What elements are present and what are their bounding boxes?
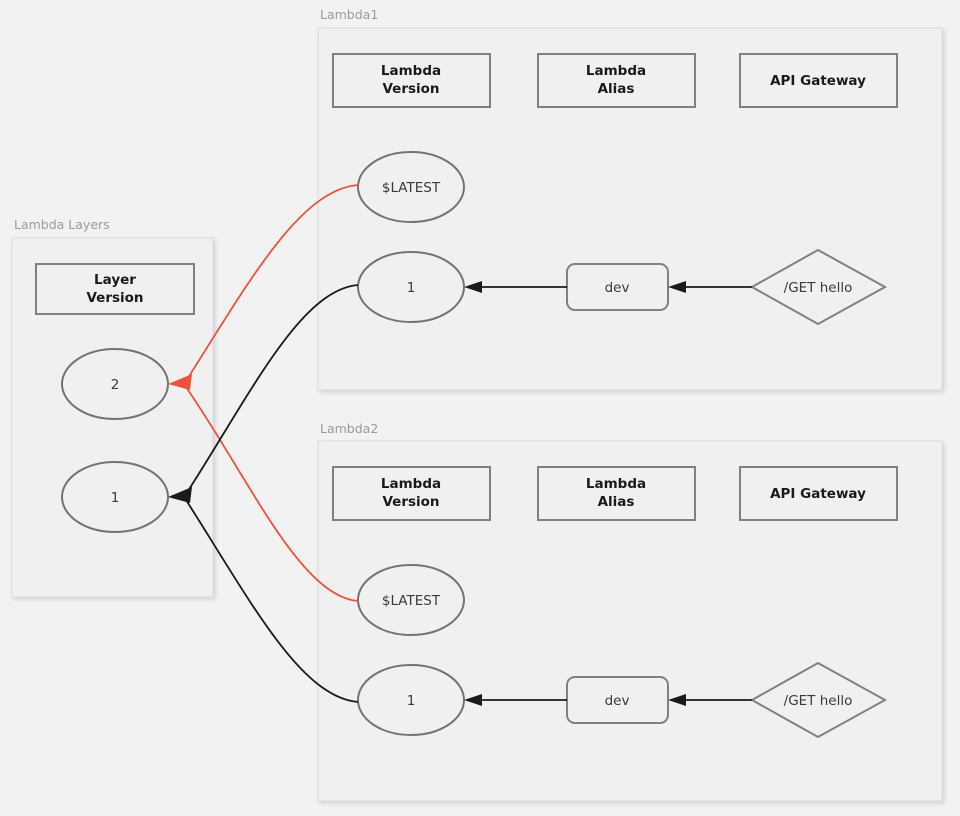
- group-lambda2: Lambda2 Lambda Version Lambda Alias API …: [317, 421, 943, 802]
- arrowhead-lambda1-v1-to-layer1: [168, 487, 192, 503]
- lambda2-route-label: /GET hello: [784, 693, 853, 709]
- lambda1-apigateway-label: API Gateway: [770, 73, 866, 89]
- lambda2-version1-label: 1: [407, 693, 416, 709]
- lambda2-latest-label: $LATEST: [382, 593, 441, 609]
- edge-lambda2-dev-to-version1: [464, 694, 567, 706]
- edge-lambda2-latest-to-layer2: [185, 386, 359, 602]
- edge-lambda2-route-to-dev: [668, 694, 752, 706]
- lambda2-latest-ellipse[interactable]: [357, 564, 465, 636]
- lambda1-route-label: /GET hello: [784, 280, 853, 296]
- lambda1-version-header: Lambda Version: [332, 53, 491, 108]
- lambda2-alias-header: Lambda Alias: [537, 466, 696, 521]
- layer-version-label-line1: Layer: [94, 272, 136, 288]
- group-label-lambda-layers: Lambda Layers: [14, 217, 110, 232]
- layer-version-node-1[interactable]: 1: [61, 461, 169, 533]
- edge-lambda2-v1-to-layer1: [185, 499, 359, 703]
- arrowhead-lambda2-route-to-dev: [668, 694, 686, 706]
- group-lambda-layers: Lambda Layers Layer Version 2 1: [11, 217, 214, 598]
- lambda1-route-diamond[interactable]: [749, 248, 888, 326]
- layer-version-ellipse-2-label: 2: [111, 377, 120, 393]
- layer-version-label-line2: Version: [86, 290, 143, 306]
- edge-lambda1-latest-to-layer2: [168, 184, 359, 390]
- lambda2-version-node-1[interactable]: 1: [357, 664, 465, 736]
- group-label-lambda1: Lambda1: [320, 7, 378, 22]
- layer-version-box: [35, 263, 195, 315]
- lambda2-apigateway-label: API Gateway: [770, 486, 866, 502]
- lambda2-alias-label-line2: Alias: [598, 494, 635, 510]
- lambda1-version-node-latest[interactable]: $LATEST: [357, 151, 465, 223]
- edge-lambda1-dev-to-version1: [464, 281, 567, 293]
- lambda1-latest-label: $LATEST: [382, 180, 441, 196]
- lambda2-route-node[interactable]: /GET hello: [749, 661, 888, 739]
- lambda2-apigateway-header: API Gateway: [739, 466, 898, 521]
- arrowhead-lambda1-route-to-dev: [668, 281, 686, 293]
- lambda1-dev-label: dev: [605, 280, 630, 296]
- lambda2-dev-label: dev: [605, 693, 630, 709]
- lambda1-apigateway-header: API Gateway: [739, 53, 898, 108]
- arrowhead-lambda1-dev-to-version1: [464, 281, 482, 293]
- lambda2-apigateway-box: [739, 466, 898, 521]
- lambda2-alias-label-line1: Lambda: [586, 476, 646, 492]
- lambda2-version-header: Lambda Version: [332, 466, 491, 521]
- lambda1-version-label-line1: Lambda: [381, 63, 441, 79]
- lambda2-version-box: [332, 466, 491, 521]
- edge-lambda1-v1-to-layer1: [168, 284, 359, 503]
- arrowhead-lambda2-dev-to-version1: [464, 694, 482, 706]
- lambda2-alias-node-dev[interactable]: dev: [566, 676, 669, 724]
- edge-lambda1-route-to-dev: [668, 281, 752, 293]
- lambda2-version-label-line1: Lambda: [381, 476, 441, 492]
- lambda1-version-box: [332, 53, 491, 108]
- lambda1-alias-label-line2: Alias: [598, 81, 635, 97]
- lambda2-version-node-latest[interactable]: $LATEST: [357, 564, 465, 636]
- lambda1-version-label-line2: Version: [382, 81, 439, 97]
- layer-version-header: Layer Version: [35, 263, 195, 315]
- lambda1-apigateway-box: [739, 53, 898, 108]
- group-label-lambda2: Lambda2: [320, 421, 378, 436]
- lambda1-alias-label-line1: Lambda: [586, 63, 646, 79]
- lambda1-alias-box: [537, 53, 696, 108]
- lambda1-latest-ellipse[interactable]: [357, 151, 465, 223]
- lambda1-version-node-1[interactable]: 1: [357, 251, 465, 323]
- lambda2-version-label-line2: Version: [382, 494, 439, 510]
- lambda2-route-diamond[interactable]: [749, 661, 888, 739]
- layer-version-ellipse-1-label: 1: [111, 490, 120, 506]
- lambda1-alias-header: Lambda Alias: [537, 53, 696, 108]
- arrowhead-lambda1-latest-to-layer2: [168, 374, 192, 390]
- lambda1-version1-label: 1: [407, 280, 416, 296]
- lambda1-alias-node-dev[interactable]: dev: [566, 263, 669, 311]
- group-lambda1: Lambda1 Lambda Version Lambda Alias API …: [317, 7, 943, 391]
- lambda1-route-node[interactable]: /GET hello: [749, 248, 888, 326]
- lambda2-alias-box: [537, 466, 696, 521]
- layer-version-node-2[interactable]: 2: [61, 348, 169, 420]
